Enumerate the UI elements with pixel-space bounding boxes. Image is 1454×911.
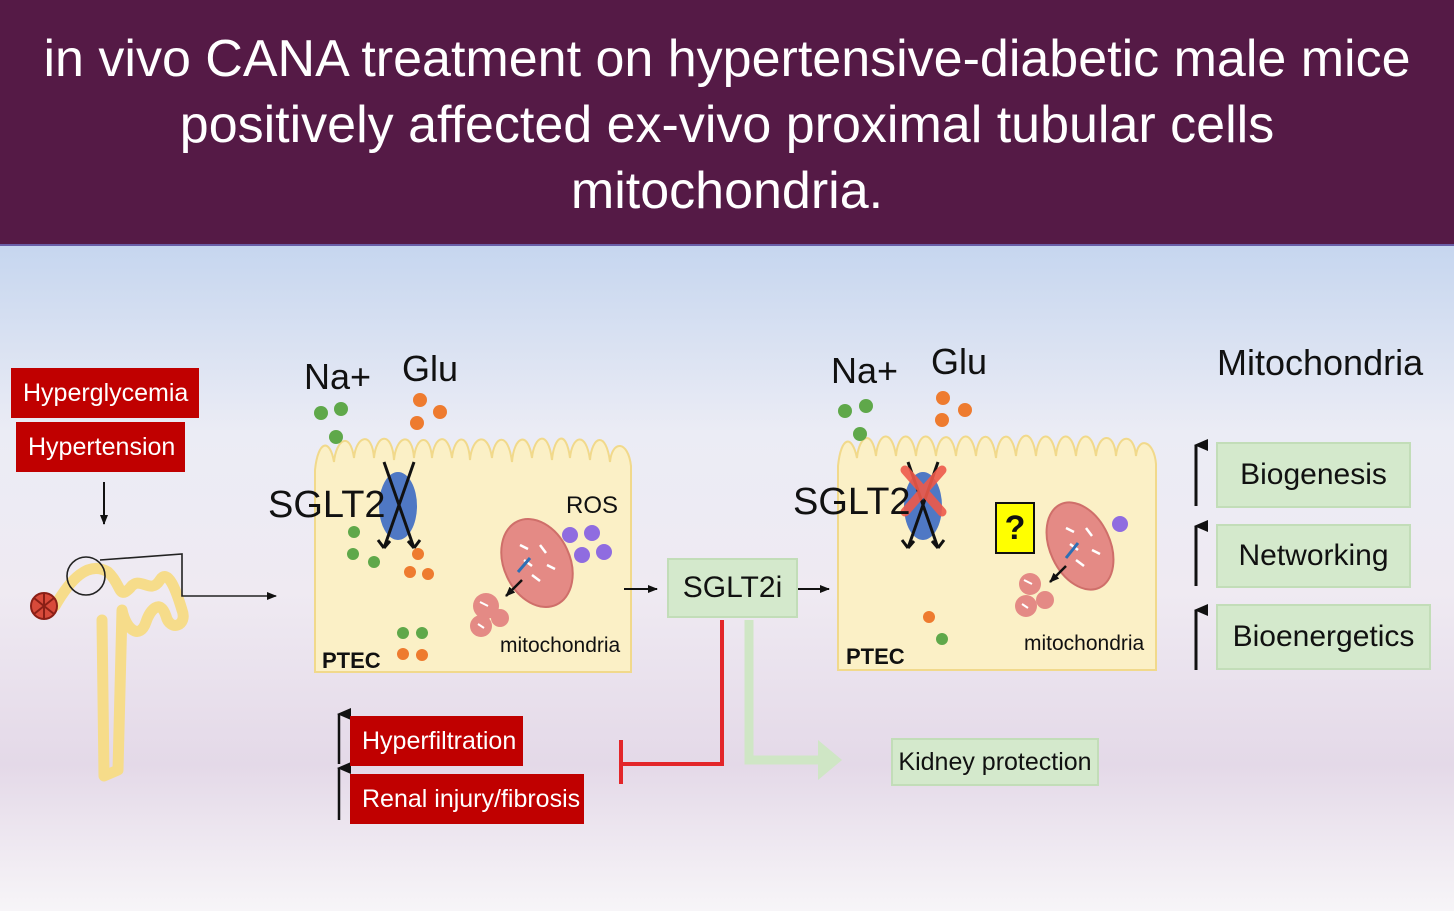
ptec-label-left: PTEC xyxy=(322,648,381,673)
diagram-graphics xyxy=(30,391,1208,820)
outcome-hyperfiltration: Hyperfiltration xyxy=(350,716,523,766)
na-label-right: Na+ xyxy=(831,350,899,391)
mitochondria-icon xyxy=(470,518,574,637)
outcome-renal-injury: Renal injury/fibrosis xyxy=(350,774,584,824)
na-label-left: Na+ xyxy=(304,356,372,397)
sglt2-label-right: SGLT2 xyxy=(793,481,911,523)
protection-arrow xyxy=(744,620,842,780)
block-x-icon xyxy=(900,465,947,517)
sglt2i-box: SGLT2i xyxy=(667,558,798,618)
ptec-label-right: PTEC xyxy=(846,644,905,669)
effect-networking: Networking xyxy=(1216,524,1411,588)
na-dots-right xyxy=(838,399,948,645)
header-banner: in vivo CANA treatment on hypertensive-d… xyxy=(0,0,1454,246)
nephron-illustration xyxy=(30,482,277,782)
mito-label-left: mitochondria xyxy=(500,634,621,657)
sglt2-label-left: SGLT2 xyxy=(268,484,386,526)
mitochondria-icon-right xyxy=(1015,501,1115,617)
glu-dots xyxy=(397,393,447,661)
diagram-stage: Hyperglycemia Hypertension Na+ Glu SGLT2… xyxy=(0,246,1454,911)
glu-label-right: Glu xyxy=(931,341,988,382)
page-title: in vivo CANA treatment on hypertensive-d… xyxy=(43,30,1411,220)
question-box: ? xyxy=(995,502,1035,554)
inhibition-line xyxy=(619,620,724,784)
kidney-protection-box: Kidney protection xyxy=(891,738,1099,786)
ros-label: ROS xyxy=(566,492,619,519)
effect-bioenergetics: Bioenergetics xyxy=(1216,604,1431,670)
effect-biogenesis: Biogenesis xyxy=(1216,442,1411,508)
left-cell xyxy=(314,393,632,673)
na-dots xyxy=(314,402,428,639)
ros-dot-right xyxy=(1112,516,1128,532)
ros-dots xyxy=(562,525,612,563)
glu-dots-right xyxy=(923,391,972,623)
condition-hyperglycemia: Hyperglycemia xyxy=(11,368,199,418)
glu-label-left: Glu xyxy=(402,348,459,389)
mito-label-right: mitochondria xyxy=(1024,632,1145,655)
mitochondria-heading: Mitochondria xyxy=(1217,342,1424,383)
zoom-circle xyxy=(66,556,106,596)
condition-hypertension: Hypertension xyxy=(16,422,185,472)
